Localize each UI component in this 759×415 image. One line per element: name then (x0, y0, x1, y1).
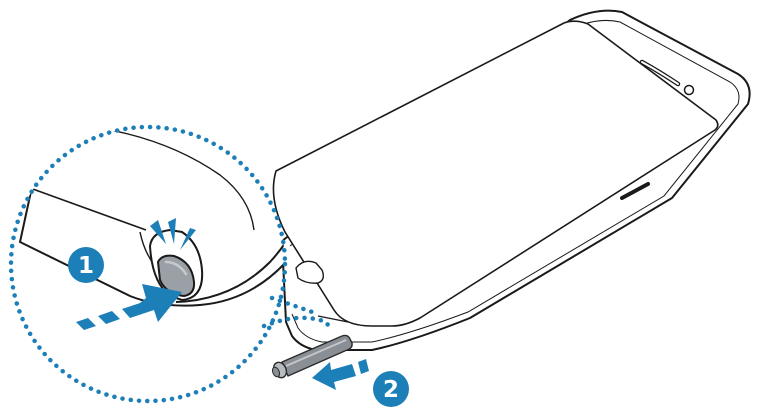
magnifier-circle (8, 124, 288, 404)
side-button (620, 182, 650, 200)
push-arrow-icon (76, 284, 182, 330)
phone-edge-line (289, 20, 740, 343)
phone (272, 9, 751, 351)
s-pen (271, 334, 353, 379)
step-1-number: 1 (78, 253, 94, 279)
step-2-badge: 2 (373, 371, 409, 407)
press-indicator (150, 218, 196, 250)
step-1-badge: 1 (68, 247, 104, 283)
front-camera-icon (683, 84, 695, 96)
magnified-inset (8, 124, 333, 404)
step-2-number: 2 (383, 377, 399, 403)
phone-screen (272, 20, 719, 327)
phone-bottom-edge (317, 315, 349, 323)
home-key (295, 260, 325, 284)
magnifier-connector (261, 315, 333, 331)
pull-arrow-icon (312, 359, 369, 390)
